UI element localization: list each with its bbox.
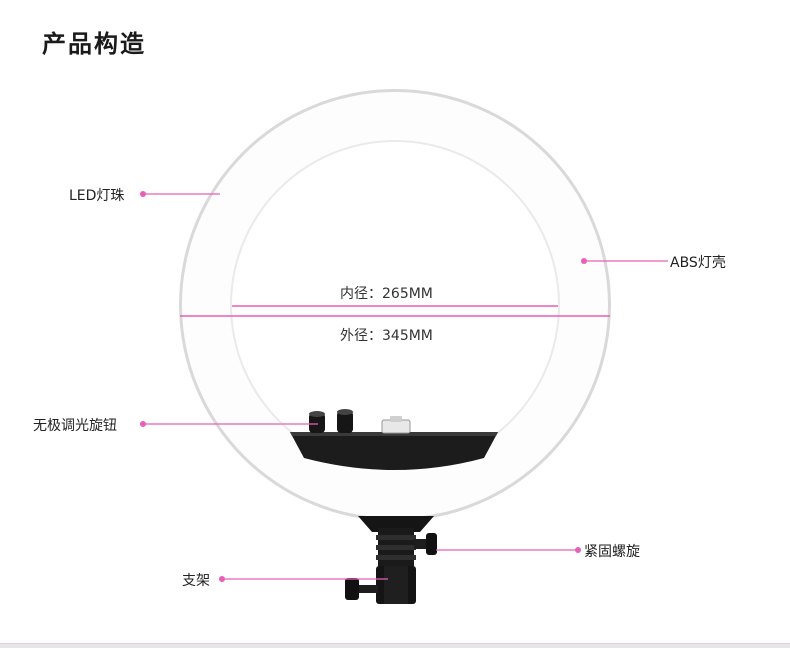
callouts <box>140 191 668 582</box>
page-title: 产品构造 <box>42 30 146 58</box>
label-led-beads: LED灯珠 <box>69 188 125 204</box>
footer-accent-line <box>0 643 790 644</box>
outer-diameter-text: 外径：345MM <box>340 328 433 344</box>
ring-light <box>179 89 611 521</box>
label-abs-shell: ABS灯壳 <box>670 255 726 271</box>
stand-bracket <box>345 516 437 604</box>
inner-diameter-text: 内径：265MM <box>340 286 433 302</box>
dimmer-knobs <box>309 409 411 434</box>
label-bracket: 支架 <box>182 573 210 589</box>
dimension-lines <box>180 305 610 317</box>
label-tightening-screw: 紧固螺旋 <box>584 544 640 560</box>
footer-divider <box>0 644 790 648</box>
label-dimmer-knob: 无极调光旋钮 <box>33 418 117 434</box>
